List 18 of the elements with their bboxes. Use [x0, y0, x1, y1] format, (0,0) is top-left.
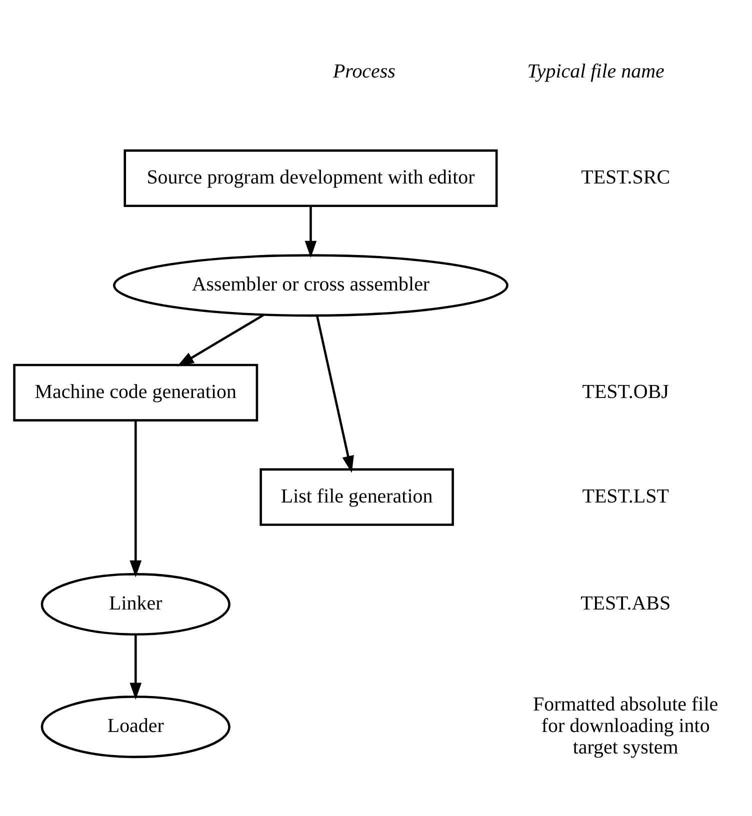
label: Process: [332, 60, 396, 82]
label: Formatted absolute file for downloading into target system: [533, 694, 718, 759]
node-box: Machine code generation: [13, 364, 258, 422]
arrow: [304, 206, 317, 258]
arrow: [177, 314, 264, 366]
label: TEST.SRC: [581, 166, 670, 188]
node-ellipse: Loader: [40, 696, 230, 758]
label: Typical file name: [527, 60, 664, 82]
label: TEST.ABS: [580, 592, 671, 615]
label: TEST.LST: [582, 485, 669, 508]
node-box: Source program development with editor: [124, 149, 498, 208]
node-box: List file generation: [260, 468, 454, 526]
arrow: [316, 316, 354, 473]
arrow: [130, 634, 142, 700]
arrow: [130, 420, 142, 578]
node-ellipse: Assembler or cross assembler: [113, 254, 508, 317]
node-ellipse: Linker: [40, 573, 230, 636]
label: TEST.OBJ: [582, 380, 669, 403]
